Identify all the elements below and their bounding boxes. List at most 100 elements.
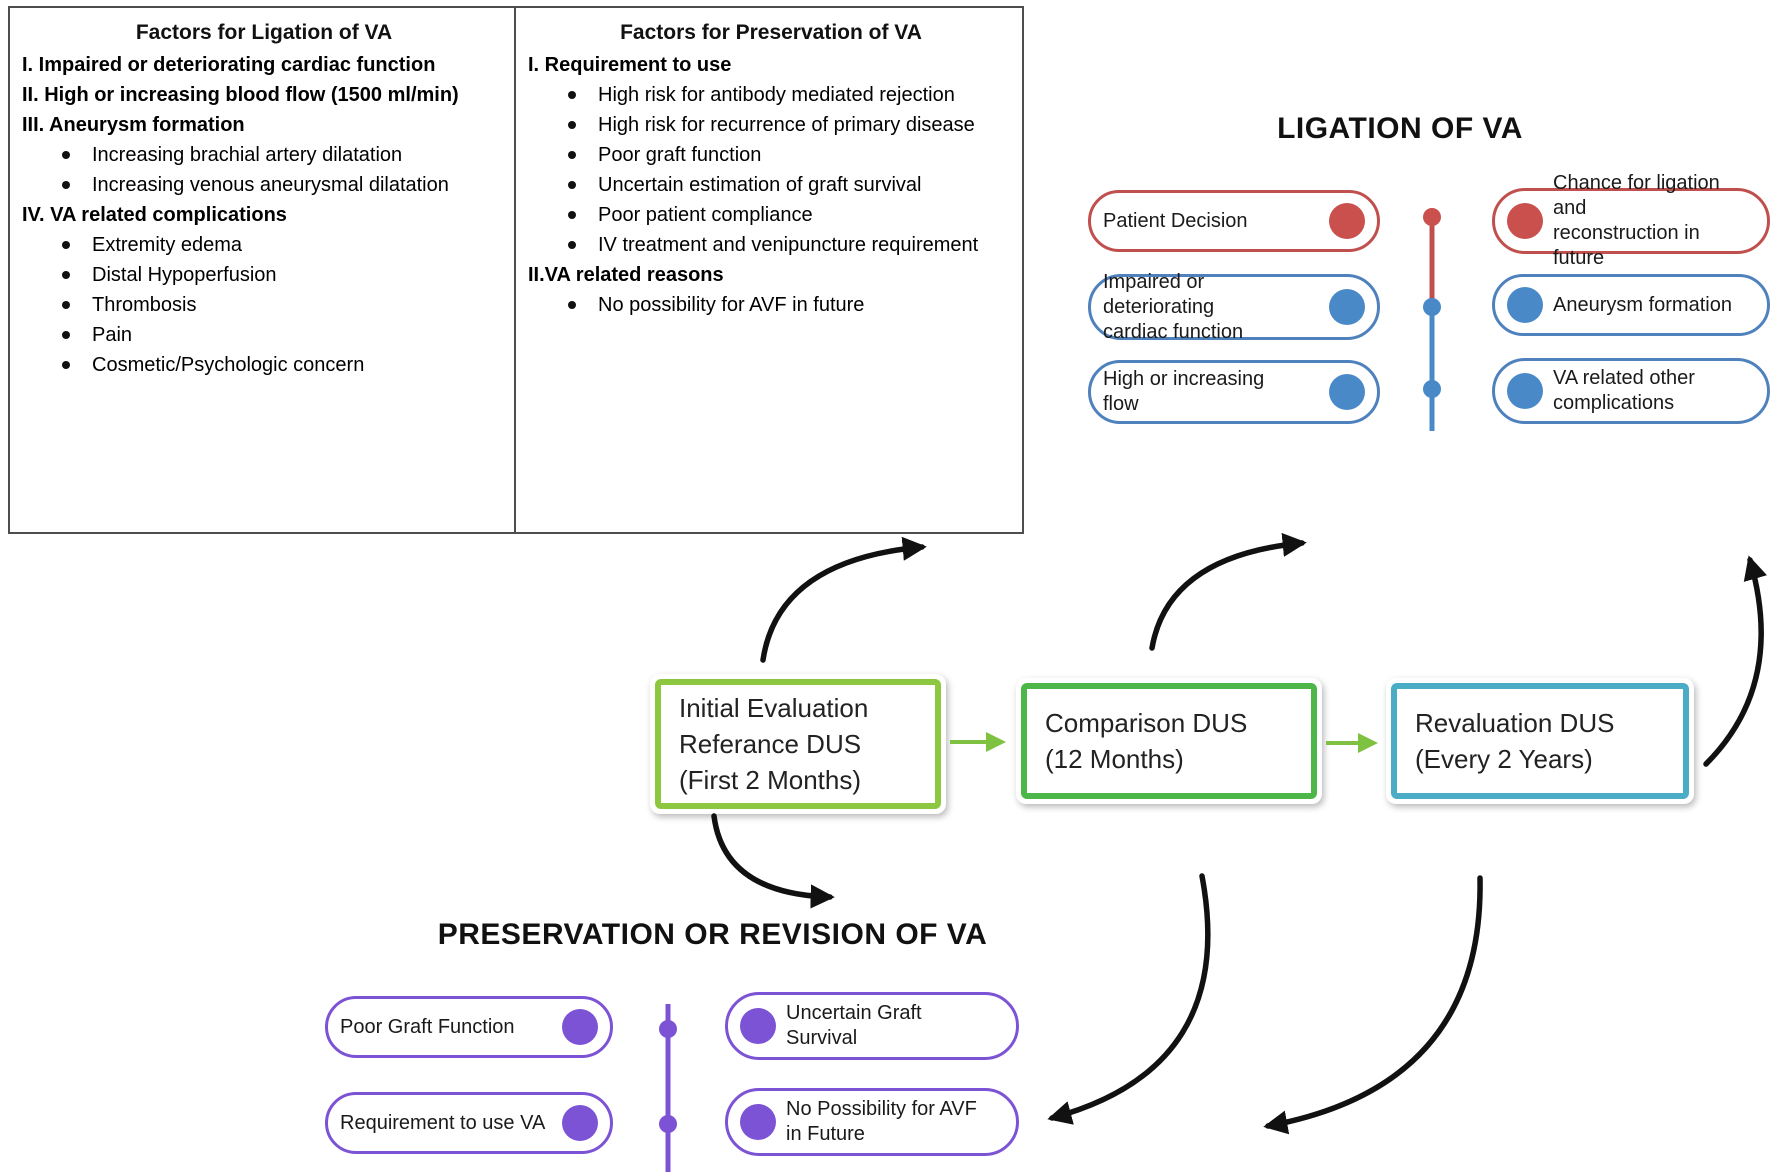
purple-node-dot xyxy=(659,1115,677,1133)
table-bullet-item: Uncertain estimation of graft survival xyxy=(528,170,1014,200)
step-label: Comparison DUS (12 Months) xyxy=(1045,708,1248,774)
factor-table: Factors for Ligation of VA I. Impaired o… xyxy=(8,6,1024,534)
red-dot-icon xyxy=(1329,203,1365,239)
bullet-text: High risk for recurrence of primary dise… xyxy=(598,114,975,136)
pill-label: High or increasing flow xyxy=(1103,368,1265,415)
pill-patient-decision: Patient Decision xyxy=(1088,190,1380,252)
step-revaluation-dus: Revaluation DUS (Every 2 Years) xyxy=(1386,678,1694,804)
pill-label: VA related other complications xyxy=(1553,367,1695,414)
table-heading-item: I. Requirement to use xyxy=(528,54,732,76)
table-bullet-item: High risk for antibody mediated rejectio… xyxy=(528,80,1014,110)
pill-impaired-cardiac-function: Impaired or deteriorating cardiac functi… xyxy=(1088,271,1380,343)
bullet-dot xyxy=(568,80,598,110)
bullet-dot xyxy=(62,350,92,380)
ligation-section-title: LIGATION OF VA xyxy=(1277,112,1523,145)
bullet-text: No possibility for AVF in future xyxy=(598,294,865,316)
arrow-comparison-to-preservation xyxy=(1047,873,1211,1125)
bullet-text: Extremity edema xyxy=(92,234,243,256)
pill-label: No Possibility for AVF in Future xyxy=(786,1098,977,1145)
bullet-dot xyxy=(568,200,598,230)
table-bullet-item: Increasing venous aneurysmal dilatation xyxy=(22,170,506,200)
table-bullet-item: Distal Hypoperfusion xyxy=(22,260,506,290)
table-bullet-item: No possibility for AVF in future xyxy=(528,290,1014,320)
table-bullet-item: Increasing brachial artery dilatation xyxy=(22,140,506,170)
bullet-text: Increasing brachial artery dilatation xyxy=(92,144,403,166)
pill-label: Uncertain Graft Survival xyxy=(786,1002,922,1049)
pill-label: Requirement to use VA xyxy=(340,1111,546,1134)
table-title-ligation: Factors for Ligation of VA xyxy=(135,21,393,44)
step-label: Initial Evaluation Referance DUS (First … xyxy=(679,693,869,795)
blue-node-dot xyxy=(1423,298,1441,316)
pill-uncertain-graft-survival: Uncertain Graft Survival xyxy=(725,992,1019,1060)
arrow-comparison-to-ligation xyxy=(1149,532,1307,651)
arrow-revaluation-to-preservation xyxy=(1263,875,1483,1135)
pill-label: Chance for ligation and reconstruction i… xyxy=(1553,172,1720,269)
pill-aneurysm-formation: Aneurysm formation xyxy=(1492,274,1770,336)
bullet-dot xyxy=(568,170,598,200)
blue-dot-icon xyxy=(1507,373,1543,409)
step-frame: Comparison DUS (12 Months) xyxy=(1021,683,1317,799)
pill-va-related-complications: VA related other complications xyxy=(1492,358,1770,424)
table-column-preservation: Factors for Preservation of VA I. Requir… xyxy=(516,8,1022,532)
arrow-initial-to-preservation xyxy=(711,813,835,909)
bullet-text: Distal Hypoperfusion xyxy=(92,264,277,286)
purple-dot-icon xyxy=(562,1009,598,1045)
bullet-text: IV treatment and venipuncture requiremen… xyxy=(598,234,979,256)
blue-node-dot xyxy=(1423,380,1441,398)
arrow-initial-to-table xyxy=(760,536,927,663)
bullet-text: Thrombosis xyxy=(92,294,197,316)
purple-dot-icon xyxy=(562,1105,598,1141)
table-bullet-item: Cosmetic/Psychologic concern xyxy=(22,350,506,380)
red-dot-icon xyxy=(1507,203,1543,239)
bullet-dot xyxy=(568,230,598,260)
step-frame: Initial Evaluation Referance DUS (First … xyxy=(655,679,941,809)
bullet-dot xyxy=(62,260,92,290)
table-heading-item: II.VA related reasons xyxy=(528,264,724,286)
pill-high-increasing-flow: High or increasing flow xyxy=(1088,360,1380,424)
red-node-dot xyxy=(1423,208,1441,226)
table-bullet-item: Pain xyxy=(22,320,506,350)
table-bullet-item: Extremity edema xyxy=(22,230,506,260)
bullet-text: Uncertain estimation of graft survival xyxy=(598,174,922,196)
table-column-ligation: Factors for Ligation of VA I. Impaired o… xyxy=(10,8,516,532)
bullet-text: Poor patient compliance xyxy=(598,204,813,226)
bullet-dot xyxy=(568,290,598,320)
purple-dot-icon xyxy=(740,1104,776,1140)
pill-poor-graft-function: Poor Graft Function xyxy=(325,996,613,1058)
blue-dot-icon xyxy=(1329,289,1365,325)
arrow-revaluation-to-ligation xyxy=(1703,555,1768,767)
table-title-preservation: Factors for Preservation of VA xyxy=(620,21,922,44)
bullet-dot xyxy=(568,110,598,140)
bullet-text: High risk for antibody mediated rejectio… xyxy=(598,84,955,106)
bullet-dot xyxy=(62,230,92,260)
pill-label: Patient Decision xyxy=(1103,209,1248,232)
bullet-text: Increasing venous aneurysmal dilatation xyxy=(92,174,449,196)
bullet-text: Pain xyxy=(92,324,133,346)
pill-requirement-to-use-va: Requirement to use VA xyxy=(325,1092,613,1154)
purple-dot-icon xyxy=(740,1008,776,1044)
blue-dot-icon xyxy=(1507,287,1543,323)
bullet-dot xyxy=(568,140,598,170)
table-bullet-item: Thrombosis xyxy=(22,290,506,320)
step-initial-evaluation: Initial Evaluation Referance DUS (First … xyxy=(650,674,946,814)
bullet-dot xyxy=(62,140,92,170)
pill-label: Poor Graft Function xyxy=(340,1015,515,1038)
purple-node-dot xyxy=(659,1020,677,1038)
table-bullet-item: Poor graft function xyxy=(528,140,1014,170)
pill-no-possibility-avf: No Possibility for AVF in Future xyxy=(725,1088,1019,1156)
pill-chance-for-ligation: Chance for ligation and reconstruction i… xyxy=(1492,172,1770,269)
bullet-dot xyxy=(62,170,92,200)
preservation-section-title: PRESERVATION OR REVISION OF VA xyxy=(437,918,988,951)
bullet-text: Cosmetic/Psychologic concern xyxy=(92,354,365,376)
pill-label: Impaired or deteriorating cardiac functi… xyxy=(1103,270,1244,343)
bullet-dot xyxy=(62,320,92,350)
blue-dot-icon xyxy=(1329,374,1365,410)
step-label: Revaluation DUS (Every 2 Years) xyxy=(1415,708,1615,774)
table-bullet-item: Poor patient compliance xyxy=(528,200,1014,230)
table-heading-item: I. Impaired or deteriorating cardiac fun… xyxy=(22,54,436,76)
table-bullet-item: IV treatment and venipuncture requiremen… xyxy=(528,230,1014,260)
pill-label: Aneurysm formation xyxy=(1553,293,1732,316)
table-heading-item: II. High or increasing blood flow (1500 … xyxy=(22,84,459,106)
bullet-text: Poor graft function xyxy=(598,144,762,166)
